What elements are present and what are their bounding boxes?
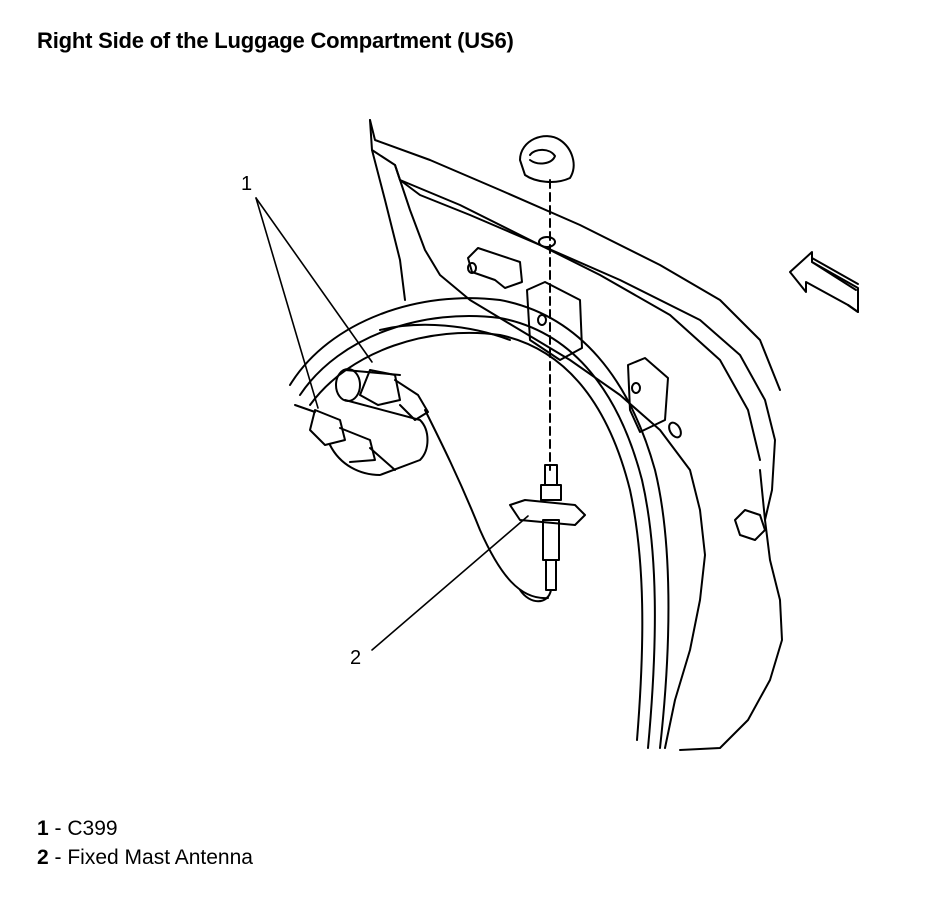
legend-separator: - [48, 817, 68, 840]
legend-label: C399 [67, 817, 118, 840]
legend-separator: - [48, 846, 68, 869]
hinge-brackets [467, 247, 682, 439]
legend-number: 1 [37, 817, 49, 840]
trunk-panel [369, 119, 783, 751]
legend-number: 2 [37, 846, 49, 869]
legend: 1 - C399 2 - Fixed Mast Antenna [37, 814, 253, 872]
c399-connectors [294, 368, 549, 600]
legend-item: 1 - C399 [37, 814, 253, 843]
legend-item: 2 - Fixed Mast Antenna [37, 843, 253, 872]
trunk-opening-edges [289, 297, 670, 749]
callout-1: 1 [241, 173, 253, 195]
antenna-cap [519, 135, 575, 248]
legend-label: Fixed Mast Antenna [67, 846, 253, 869]
fixed-mast-antenna [509, 464, 586, 603]
diagram-title: Right Side of the Luggage Compartment (U… [37, 28, 514, 53]
direction-arrow [789, 251, 859, 313]
callout-2: 2 [350, 647, 362, 669]
callout-leaders [255, 197, 529, 651]
